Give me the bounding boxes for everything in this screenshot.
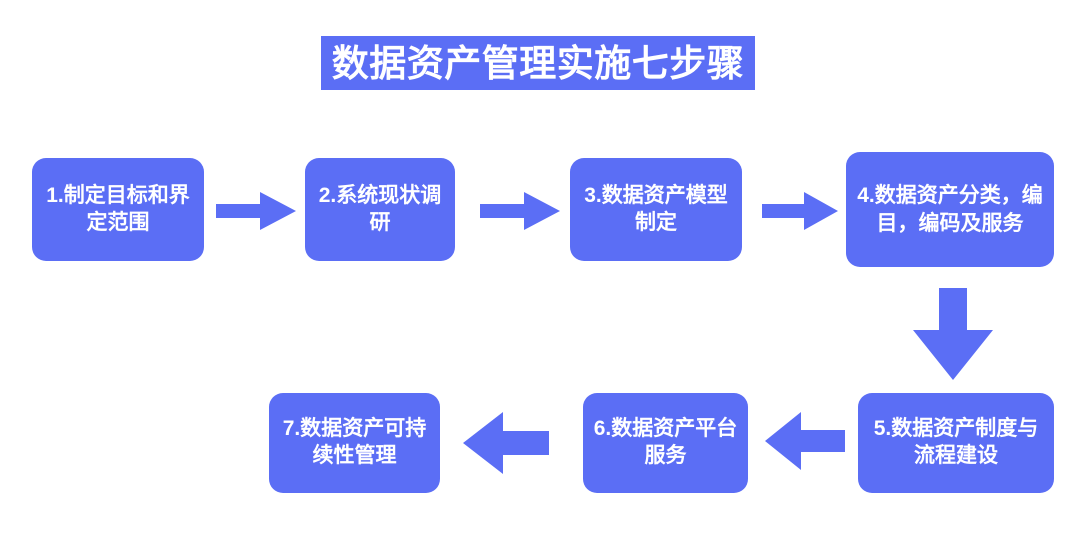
diagram-title-banner: 数据资产管理实施七步骤 bbox=[321, 36, 755, 90]
step-box-6[interactable]: 6.数据资产平台服务 bbox=[583, 393, 748, 493]
step-box-2[interactable]: 2.系统现状调研 bbox=[305, 158, 455, 261]
step-box-3[interactable]: 3.数据资产模型制定 bbox=[570, 158, 742, 261]
step-box-7[interactable]: 7.数据资产可持续性管理 bbox=[269, 393, 440, 493]
step-box-6-label: 6.数据资产平台服务 bbox=[593, 417, 738, 467]
arrow-right-step1-step2 bbox=[216, 192, 296, 230]
arrow-left-step6-step7 bbox=[463, 412, 549, 474]
arrow-down-step4-step5 bbox=[913, 288, 993, 380]
step-box-7-label: 7.数据资产可持续性管理 bbox=[282, 417, 427, 467]
step-box-1-label: 1.制定目标和界定范围 bbox=[46, 183, 190, 234]
arrow-right-step2-step3 bbox=[480, 192, 560, 230]
step-box-3-label: 3.数据资产模型制定 bbox=[584, 183, 728, 234]
page-title: 数据资产管理实施七步骤 bbox=[331, 42, 745, 84]
step-box-4[interactable]: 4.数据资产分类，编目，编码及服务 bbox=[846, 152, 1054, 267]
step-box-5-label: 5.数据资产制度与流程建设 bbox=[873, 417, 1039, 467]
step-box-1[interactable]: 1.制定目标和界定范围 bbox=[32, 158, 204, 261]
step-box-2-label: 2.系统现状调研 bbox=[318, 183, 442, 234]
step-box-4-label: 4.数据资产分类，编目，编码及服务 bbox=[857, 184, 1043, 235]
step-box-5[interactable]: 5.数据资产制度与流程建设 bbox=[858, 393, 1054, 493]
arrow-right-step3-step4 bbox=[762, 192, 838, 230]
arrow-left-step5-step6 bbox=[765, 412, 845, 470]
